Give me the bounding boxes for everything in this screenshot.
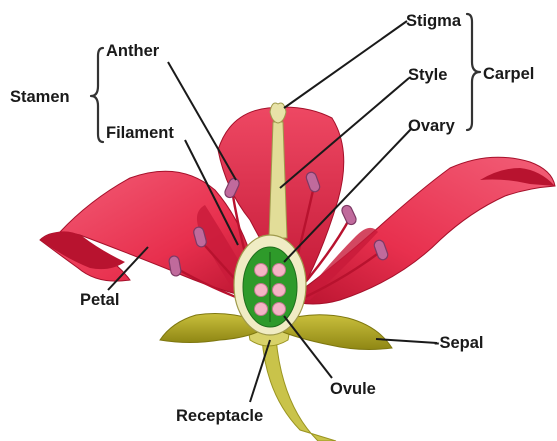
stamen-bracket: [91, 48, 103, 142]
label-carpel: Carpel: [483, 65, 534, 83]
label-anther: Anther: [106, 42, 160, 60]
leader-anther: [168, 62, 236, 180]
label-filament: Filament: [106, 124, 174, 142]
carpel-bracket: [467, 14, 480, 130]
label-style: Style: [408, 66, 447, 84]
label-ovary: Ovary: [408, 117, 456, 135]
label-stigma: Stigma: [406, 12, 462, 30]
flower-stalk: [262, 338, 336, 441]
label-petal: Petal: [80, 291, 119, 309]
label-stamen: Stamen: [10, 88, 70, 106]
label-receptacle: Receptacle: [176, 407, 263, 425]
label-sepal: -Sepal: [434, 334, 484, 352]
label-ovule: Ovule: [330, 380, 376, 398]
